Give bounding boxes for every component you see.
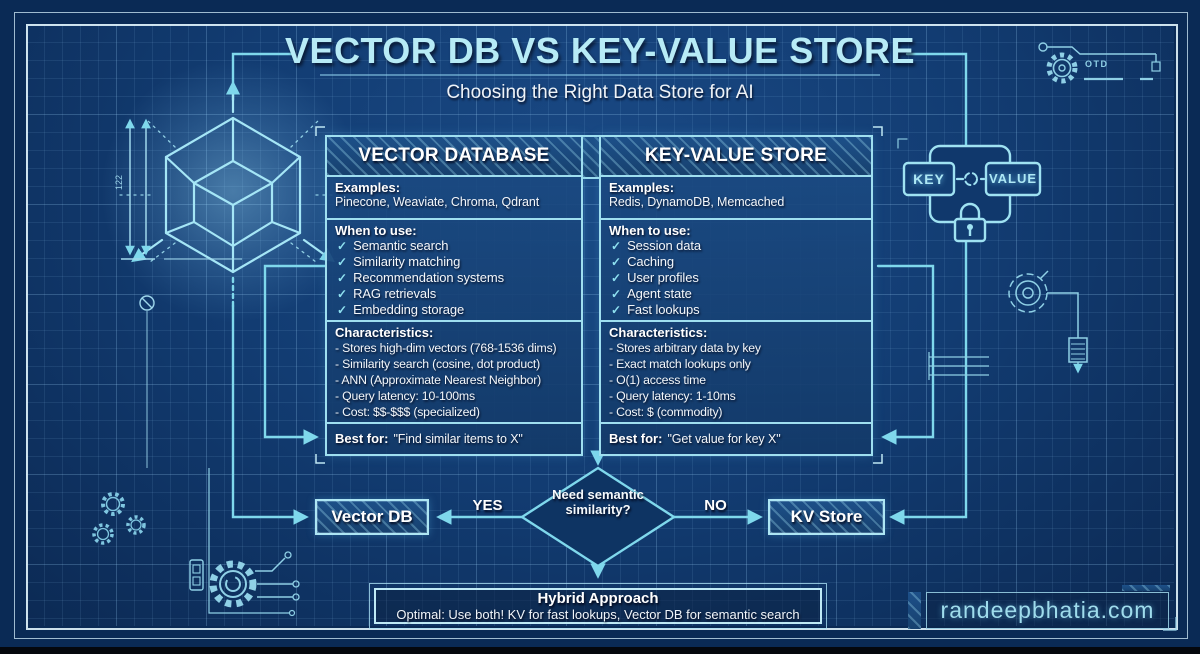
bottom-edge-bar <box>0 647 1200 654</box>
list-item: - Cost: $ (commodity) <box>609 405 723 419</box>
check-icon <box>337 286 347 302</box>
hybrid-approach-box: Hybrid Approach Optimal: Use both! KV fo… <box>369 583 827 629</box>
list-item: User profiles <box>609 270 863 286</box>
kv-store-header: KEY-VALUE STORE <box>601 137 871 177</box>
check-icon <box>611 270 621 286</box>
best-for-label: Best for: <box>609 431 663 446</box>
vector-db-best-for: Best for: "Find similar items to X" <box>327 424 581 454</box>
list-item: Caching <box>609 254 863 270</box>
list-item: - Similarity search (cosine, dot product… <box>335 357 541 371</box>
header-gap-hatch <box>583 135 599 179</box>
list-item: Session data <box>609 238 863 254</box>
check-icon <box>611 254 621 270</box>
examples-text: Pinecone, Weaviate, Chroma, Qdrant <box>335 195 540 209</box>
watermark-hatch-strip <box>1122 585 1170 591</box>
check-icon <box>611 238 621 254</box>
check-icon <box>611 302 621 318</box>
list-item: - ANN (Approximate Nearest Neighbor) <box>335 373 542 387</box>
list-item: Fast lookups <box>609 302 863 318</box>
when-to-use-label: When to use: <box>335 223 417 238</box>
kv-store-examples: Examples: Redis, DynamoDB, Memcached <box>601 177 871 220</box>
check-icon <box>337 254 347 270</box>
kv-store-characteristics: Characteristics: - Stores arbitrary data… <box>601 322 871 424</box>
title-underline <box>320 74 880 76</box>
hybrid-text: Optimal: Use both! KV for fast lookups, … <box>396 606 800 622</box>
vector-db-column: VECTOR DATABASE Examples: Pinecone, Weav… <box>325 135 583 456</box>
inner-frame <box>26 24 1178 630</box>
page-subtitle: Choosing the Right Data Store for AI <box>446 82 754 103</box>
list-item: - Stores arbitrary data by key <box>609 341 761 355</box>
vector-db-header: VECTOR DATABASE <box>327 137 581 177</box>
list-item: - Query latency: 10-100ms <box>335 389 475 403</box>
list-item: Recommendation systems <box>335 270 573 286</box>
examples-text: Redis, DynamoDB, Memcached <box>609 195 785 209</box>
no-label: NO <box>704 497 727 514</box>
hybrid-title: Hybrid Approach <box>537 589 659 607</box>
list-item: RAG retrievals <box>335 286 573 302</box>
list-item: - Cost: $$-$$$ (specialized) <box>335 405 480 419</box>
best-for-label: Best for: <box>335 431 389 446</box>
watermark-box: randeepbhatia.com <box>926 592 1169 629</box>
kv-store-best-for: Best for: "Get value for key X" <box>601 424 871 454</box>
list-item: Similarity matching <box>335 254 573 270</box>
best-for-value: "Get value for key X" <box>667 432 781 446</box>
list-item: - O(1) access time <box>609 373 706 387</box>
outer-frame <box>14 12 1188 639</box>
characteristics-label: Characteristics: <box>609 325 708 340</box>
examples-label: Examples: <box>609 180 675 195</box>
check-icon <box>611 286 621 302</box>
key-box-label: KEY <box>913 171 945 187</box>
list-item: Agent state <box>609 286 863 302</box>
list-item: - Query latency: 1-10ms <box>609 389 736 403</box>
list-item: Semantic search <box>335 238 573 254</box>
vector-db-result-box: Vector DB <box>315 499 429 535</box>
vector-db-examples: Examples: Pinecone, Weaviate, Chroma, Qd… <box>327 177 581 220</box>
list-item: - Exact match lookups only <box>609 357 751 371</box>
watermark-hatch-tab <box>908 592 921 629</box>
list-item: Embedding storage <box>335 302 573 318</box>
check-icon <box>337 238 347 254</box>
vector-db-when-to-use: When to use: Semantic searchSimilarity m… <box>327 220 581 322</box>
characteristics-label: Characteristics: <box>335 325 434 340</box>
examples-label: Examples: <box>335 180 401 195</box>
kv-store-result-box: KV Store <box>768 499 885 535</box>
check-icon <box>337 270 347 286</box>
decision-question: Need semantic similarity? <box>552 487 644 518</box>
vector-db-characteristics: Characteristics: - Stores high-dim vecto… <box>327 322 581 424</box>
watermark-text: randeepbhatia.com <box>940 597 1155 623</box>
best-for-value: "Find similar items to X" <box>393 432 523 446</box>
page-title: VECTOR DB VS KEY-VALUE STORE <box>284 30 916 71</box>
list-item: - Stores high-dim vectors (768-1536 dims… <box>335 341 557 355</box>
yes-label: YES <box>472 497 503 514</box>
hybrid-approach-inner: Hybrid Approach Optimal: Use both! KV fo… <box>374 588 822 624</box>
kv-store-when-to-use: When to use: Session dataCachingUser pro… <box>601 220 871 322</box>
check-icon <box>337 302 347 318</box>
value-box-label: VALUE <box>988 171 1038 186</box>
when-to-use-label: When to use: <box>609 223 691 238</box>
kv-store-column: KEY-VALUE STORE Examples: Redis, DynamoD… <box>599 135 873 456</box>
